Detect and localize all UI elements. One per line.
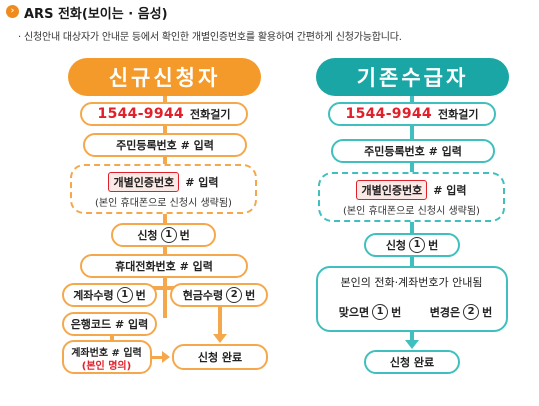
ars-phone-number: 1544-9944 [97,106,184,122]
existing-apply-step: 신청 1 번 [364,233,460,257]
guide-text: 본인의 전화·계좌번호가 안내됨 [340,276,483,289]
account-receive-option: 계좌수령 1 번 [62,283,157,307]
call-label: 전화걸기 [437,108,479,121]
auth-code-label: 개별인증번호 [356,180,428,200]
auth-input-label: # 입력 [185,176,219,189]
confirm-option: 맞으면 1 번 [328,302,412,322]
auth-row: 개별인증번호 # 입력 [72,172,255,192]
auth-note: (본인 휴대폰으로 신청시 생략됨) [95,197,232,209]
key-number-badge: 1 [116,287,133,303]
key-number-badge: 2 [226,287,243,303]
section-note: · 신청안내 대상자가 안내문 등에서 확인한 개별인증번호를 활용하여 간편하… [18,32,402,43]
arrow-down-icon [405,340,419,349]
change-label: 변경은 [429,306,461,319]
connector-line [218,304,222,334]
arrow-right-icon [162,351,170,363]
call-label: 전화걸기 [189,108,231,121]
connector-line [410,327,414,341]
auth-input-label: # 입력 [433,184,467,197]
section-title: ARS 전화(보이는 · 음성) [24,7,168,22]
new-apply-step: 신청 1 번 [111,223,216,247]
connector-line [150,356,164,359]
new-mobile-step: 휴대전화번호 # 입력 [80,254,248,278]
cash-receive-label: 현금수령 [182,289,224,302]
apply-suffix: 번 [179,229,190,242]
auth-code-label: 개별인증번호 [108,172,180,192]
arrow-down-icon [213,334,227,343]
cash-receive-option: 현금수령 2 번 [170,283,268,307]
key-number-badge: 1 [160,227,177,243]
apply-label: 신청 [385,239,407,252]
change-suffix: 번 [482,306,493,319]
existing-auth-step: 개별인증번호 # 입력 (본인 휴대폰으로 신청시 생략됨) [318,172,505,222]
apply-suffix: 번 [428,239,439,252]
cash-receive-suffix: 번 [245,289,256,302]
new-auth-step: 개별인증번호 # 입력 (본인 휴대폰으로 신청시 생략됨) [70,164,257,214]
account-number-step: 계좌번호 # 입력 (본인 명의) [62,340,152,374]
auth-note: (본인 휴대폰으로 신청시 생략됨) [343,205,480,217]
confirm-suffix: 번 [391,306,402,319]
auth-row: 개별인증번호 # 입력 [320,180,503,200]
account-receive-suffix: 번 [135,289,146,302]
new-applicant-title: 신규신청자 [68,58,261,96]
key-number-badge: 2 [463,304,480,320]
account-receive-label: 계좌수령 [73,289,114,302]
new-resident-number-step: 주민등록번호 # 입력 [83,133,247,157]
key-number-badge: 1 [409,237,426,253]
existing-resident-number-step: 주민등록번호 # 입력 [331,139,495,163]
bank-code-step: 은행코드 # 입력 [62,312,157,336]
account-owner-note: (본인 명의) [81,361,132,372]
change-option: 변경은 2 번 [420,302,502,322]
new-call-step: 1544-9944 전화걸기 [80,102,248,126]
existing-recipient-title: 기존수급자 [316,58,509,96]
ars-phone-number: 1544-9944 [345,106,432,122]
new-done-step: 신청 완료 [172,344,268,370]
apply-label: 신청 [137,229,158,242]
existing-done-step: 신청 완료 [364,350,460,374]
connector-line [110,286,222,290]
key-number-badge: 1 [372,304,389,320]
confirm-label: 맞으면 [338,306,370,319]
account-number-label: 계좌번호 # 입력 [71,348,142,359]
existing-call-step: 1544-9944 전화걸기 [328,102,496,126]
chevron-right-icon: › [6,5,19,18]
existing-guide-step: 본인의 전화·계좌번호가 안내됨 [316,266,508,332]
